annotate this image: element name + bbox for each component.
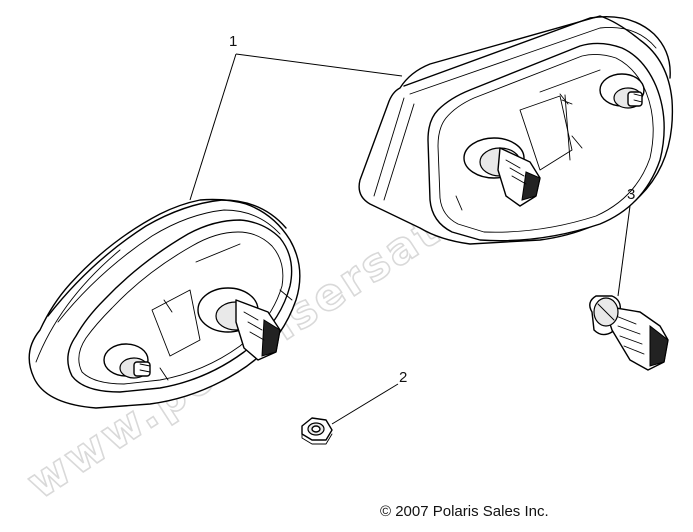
copyright-text: © 2007 Polaris Sales Inc. <box>380 503 549 520</box>
leader-1a <box>189 53 237 201</box>
callout-3: 3 <box>627 186 635 203</box>
nut-part <box>301 417 333 445</box>
callout-1: 1 <box>229 33 237 50</box>
leader-3 <box>617 205 631 297</box>
tail-light-right <box>358 15 674 245</box>
callout-2: 2 <box>399 369 407 386</box>
leader-1b <box>235 53 403 77</box>
bulb-part <box>589 295 669 371</box>
leader-2 <box>331 383 399 425</box>
tail-light-left <box>28 198 301 409</box>
